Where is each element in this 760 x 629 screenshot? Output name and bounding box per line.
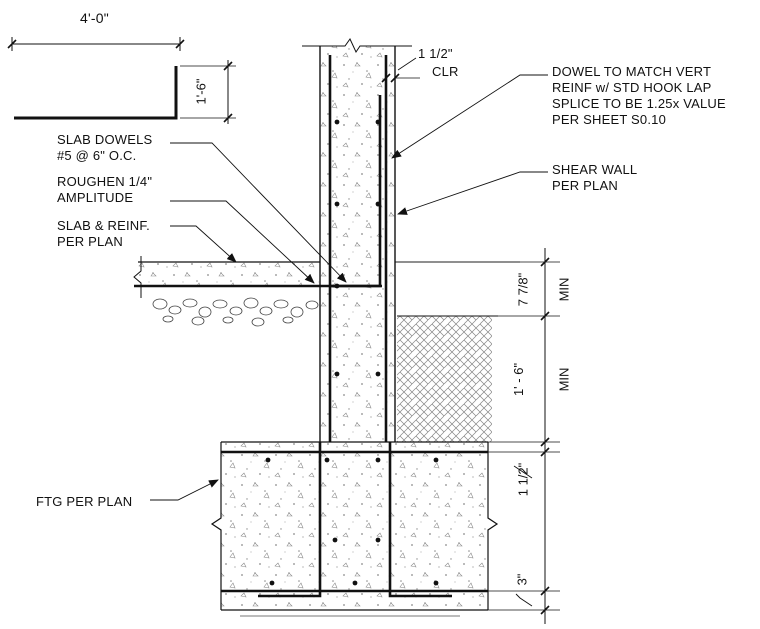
shear-wall <box>302 38 412 442</box>
note-roughen-line-2: AMPLITUDE <box>57 190 134 205</box>
dim-slab-depth: 7 7/8" <box>515 272 531 307</box>
note-shear-wall-line-1: SHEAR WALL <box>552 162 638 177</box>
slab-width-dim: 4'-0" <box>80 10 109 26</box>
note-slab-reinf-line-1: SLAB & REINF. <box>57 218 150 233</box>
note-ftg: FTG PER PLAN <box>36 494 132 510</box>
dim-top-cover: 1 1/2" <box>515 462 531 497</box>
note-dowel-line-2: REINF w/ STD HOOK LAP <box>552 80 712 95</box>
note-dowel-line-4: PER SHEET S0.10 <box>552 112 667 127</box>
note-shear-wall-line-2: PER PLAN <box>552 178 618 193</box>
dimension-lines <box>381 57 560 624</box>
note-slab-dowels: SLAB DOWELS #5 @ 6" O.C. <box>57 132 152 164</box>
dim-min-2: MIN <box>556 367 572 392</box>
leader-lines <box>150 74 548 607</box>
slab-turndown-dim: 1'-6" <box>193 78 209 105</box>
note-slab-dowels-line-1: SLAB DOWELS <box>57 132 153 147</box>
note-shear-wall: SHEAR WALL PER PLAN <box>552 162 637 194</box>
footing <box>210 441 499 617</box>
clear-cover-abbrev: CLR <box>432 64 459 79</box>
dim-embed: 1' - 6" <box>511 362 527 397</box>
note-slab-dowels-line-2: #5 @ 6" O.C. <box>57 148 137 163</box>
clear-cover-value: 1 1/2" <box>418 46 453 61</box>
note-ftg-line-1: FTG PER PLAN <box>36 494 133 509</box>
note-slab-reinf-line-2: PER PLAN <box>57 234 123 249</box>
soil-hatch <box>397 315 498 442</box>
dim-min-1: MIN <box>556 277 572 302</box>
note-dowel-line-1: DOWEL TO MATCH VERT <box>552 64 712 79</box>
note-dowel-line-3: SPLICE TO BE 1.25x VALUE <box>552 96 726 111</box>
note-roughen-line-1: ROUGHEN 1/4" <box>57 174 153 189</box>
note-roughen: ROUGHEN 1/4" AMPLITUDE <box>57 174 152 206</box>
note-dowel: DOWEL TO MATCH VERT REINF w/ STD HOOK LA… <box>552 64 726 128</box>
slab-dowel-bar-shape <box>7 37 236 124</box>
note-slab-reinf: SLAB & REINF. PER PLAN <box>57 218 150 250</box>
dim-bottom-cover: 3" <box>514 573 530 586</box>
